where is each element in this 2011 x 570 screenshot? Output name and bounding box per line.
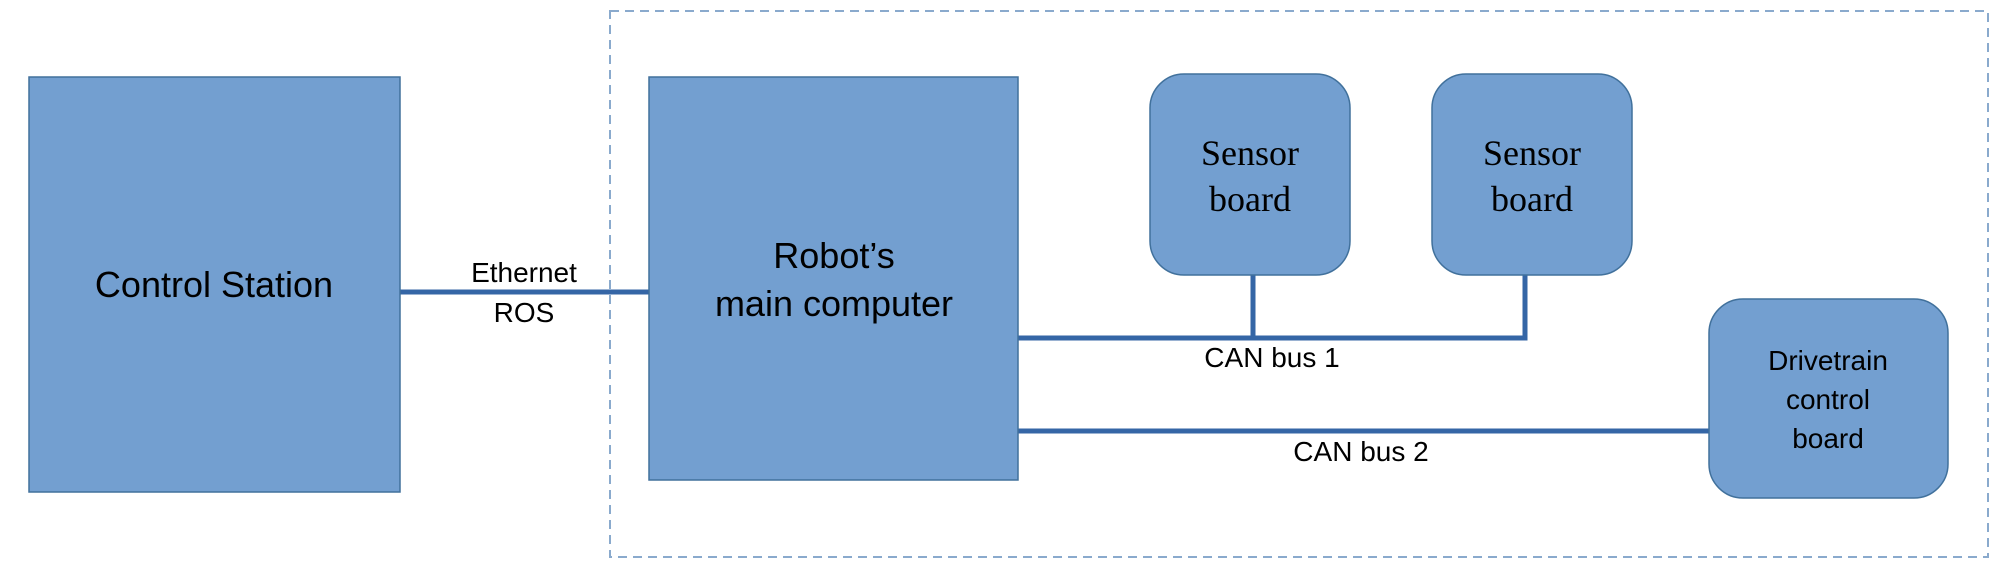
drivetrain-board-box xyxy=(1708,298,1949,499)
robot-boundary xyxy=(609,10,1989,558)
sensor-board-2-node: Sensor board xyxy=(1431,73,1633,276)
drivetrain-board-label-line3: board xyxy=(1792,423,1864,454)
ethernet-label-line2: ROS xyxy=(494,297,555,328)
main-computer-node: Robot’s main computer xyxy=(648,76,1019,481)
sensor-board-1-box xyxy=(1149,73,1351,276)
sensor-board-2-label-line1: Sensor xyxy=(1483,133,1581,173)
drivetrain-board-node: Drivetrain control board xyxy=(1708,298,1949,499)
main-computer-label-line1: Robot’s xyxy=(773,235,894,276)
drivetrain-board-label-line2: control xyxy=(1786,384,1870,415)
can-bus-2-label: CAN bus 2 xyxy=(1293,436,1428,467)
sensor-board-2-box xyxy=(1431,73,1633,276)
can-bus-1-line xyxy=(1018,275,1528,341)
ethernet-label-line1: Ethernet xyxy=(471,257,577,288)
connectors xyxy=(400,275,1709,434)
sensor-board-1-node: Sensor board xyxy=(1149,73,1351,276)
sensor-board-1-label-line2: board xyxy=(1209,179,1291,219)
sensor-board-1-label-line1: Sensor xyxy=(1201,133,1299,173)
control-station-box xyxy=(28,76,401,493)
main-computer-label-line2: main computer xyxy=(715,283,953,324)
can-bus-1-label: CAN bus 1 xyxy=(1204,342,1339,373)
control-station-node: Control Station xyxy=(28,76,401,493)
drivetrain-board-label-line1: Drivetrain xyxy=(1768,345,1888,376)
sensor-board-2-label-line2: board xyxy=(1491,179,1573,219)
control-station-label: Control Station xyxy=(95,264,333,305)
main-computer-box xyxy=(648,76,1019,481)
